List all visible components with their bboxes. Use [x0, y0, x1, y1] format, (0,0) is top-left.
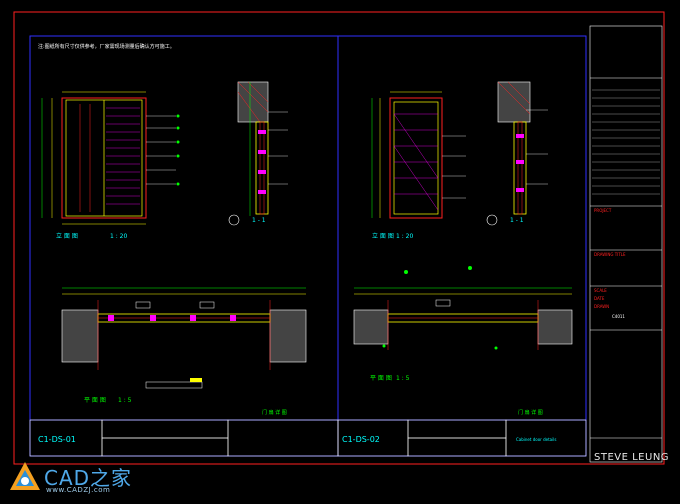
- left-elevation-label: 立 面 图: [56, 232, 78, 240]
- cadzj-watermark[interactable]: CAD之家 www.CADZJ.com: [6, 458, 156, 500]
- right-elevation-scale: 1 : 20: [396, 233, 413, 240]
- tb-project: PROJECT: [594, 208, 612, 213]
- right-elevation: [371, 91, 466, 219]
- right-sub-note: 门 扇 详 图: [518, 409, 543, 416]
- left-sheet-code: C1-DS-01: [38, 435, 76, 444]
- tb-drawn: DRAWN: [594, 304, 609, 309]
- cadzj-logo-icon: [10, 462, 40, 490]
- right-sheet-code: C1-DS-02: [342, 435, 380, 444]
- left-elevation: [41, 91, 180, 225]
- right-plan-scale: 1 : 5: [396, 375, 410, 382]
- left-elevation-scale: 1 : 20: [110, 233, 127, 240]
- watermark-url: www.CADZJ.com: [46, 486, 111, 494]
- brand-steve-leung: STEVE LEUNG: [594, 452, 670, 463]
- left-plan: [61, 287, 307, 389]
- right-footer-cells: [337, 419, 587, 457]
- title-block-lines: [592, 89, 660, 195]
- watermark-name: CAD之家: [44, 466, 133, 490]
- right-elevation-label: 立 面 图: [372, 232, 394, 240]
- tb-code: C4011: [612, 314, 625, 319]
- right-plan: [353, 266, 573, 350]
- right-title-cell: Cabinet door details: [516, 437, 556, 442]
- tb-drawing: DRAWING TITLE: [594, 252, 626, 257]
- right-plan-label: 平 面 图: [370, 375, 392, 382]
- tb-date: DATE: [594, 296, 605, 301]
- right-section: [486, 81, 548, 226]
- outer-border: [13, 11, 665, 465]
- title-block: [589, 25, 663, 463]
- note-top: 注:图纸所有尺寸仅供参考，厂家需现场测量后确认方可施工。: [38, 43, 175, 50]
- left-sub-note: 门 扇 详 图: [262, 409, 287, 416]
- left-section: [228, 81, 288, 226]
- tb-scale: SCALE: [594, 288, 607, 293]
- right-section-label: 1 - 1: [510, 217, 524, 224]
- left-plan-scale: 1 : 5: [118, 397, 132, 404]
- left-footer-cells: [29, 419, 339, 457]
- left-section-label: 1 - 1: [252, 217, 266, 224]
- left-plan-label: 平 面 图: [84, 397, 106, 404]
